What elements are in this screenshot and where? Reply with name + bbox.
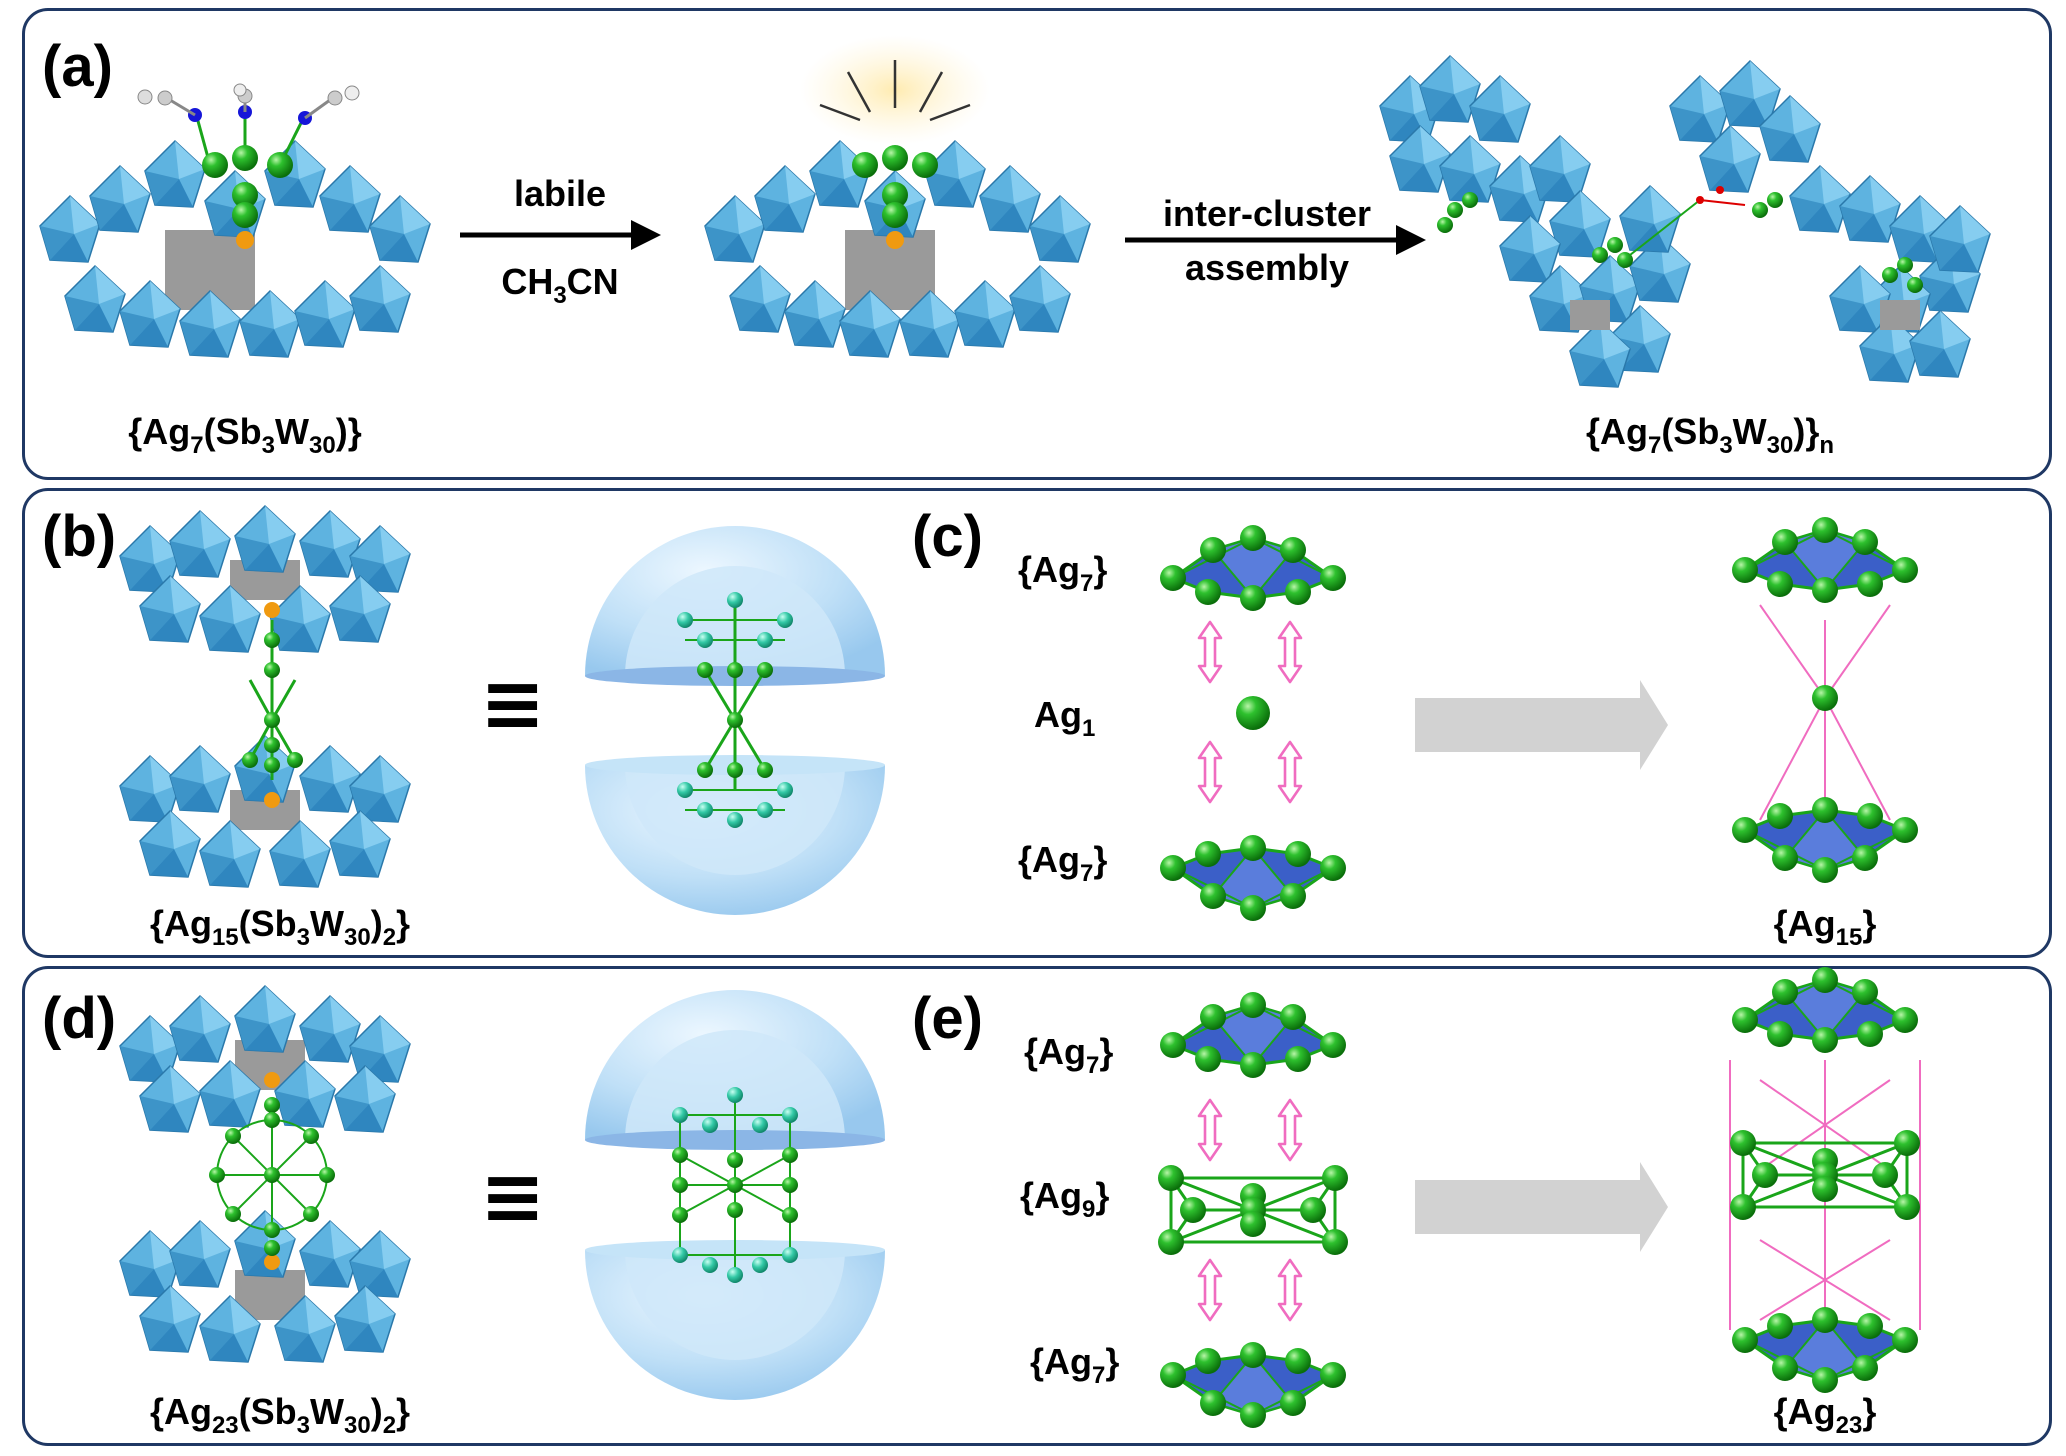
arrow1-label-top: labile: [513, 173, 607, 214]
formula-ag7-sb3w30: {Ag7(Sb3W30)}: [128, 411, 362, 459]
panel-label-b: (b): [42, 504, 117, 569]
label-ag7-bottom-e: {Ag7}: [1030, 1341, 1120, 1389]
panel-label-c: (c): [912, 504, 983, 569]
arrow1-label-bottom: CH3CN: [501, 261, 619, 309]
label-ag15-result: {Ag15}: [1773, 903, 1877, 951]
panel-label-d: (d): [42, 986, 117, 1051]
formula-polymer: {Ag7(Sb3W30)}n: [1585, 411, 1835, 459]
panel-label-e: (e): [912, 986, 983, 1051]
arrow2-label-top: inter-cluster: [1162, 193, 1372, 234]
panel-a: [22, 8, 2052, 480]
panel-label-a: (a): [42, 34, 113, 99]
equivalence-symbol-d: ≡: [480, 1152, 546, 1242]
arrow2-label-bottom: assembly: [1184, 247, 1350, 288]
label-ag23-result: {Ag23}: [1773, 1391, 1877, 1439]
label-ag9: {Ag9}: [1020, 1175, 1110, 1223]
formula-ag15: {Ag15(Sb3W30)2}: [149, 903, 411, 951]
label-ag7-top-e: {Ag7}: [1024, 1031, 1114, 1079]
label-ag1: Ag1: [1034, 694, 1096, 742]
equivalence-symbol-b: ≡: [480, 659, 546, 749]
label-ag7-top-c: {Ag7}: [1018, 549, 1108, 597]
label-ag7-bottom-c: {Ag7}: [1018, 839, 1108, 887]
formula-ag23: {Ag23(Sb3W30)2}: [149, 1391, 411, 1439]
